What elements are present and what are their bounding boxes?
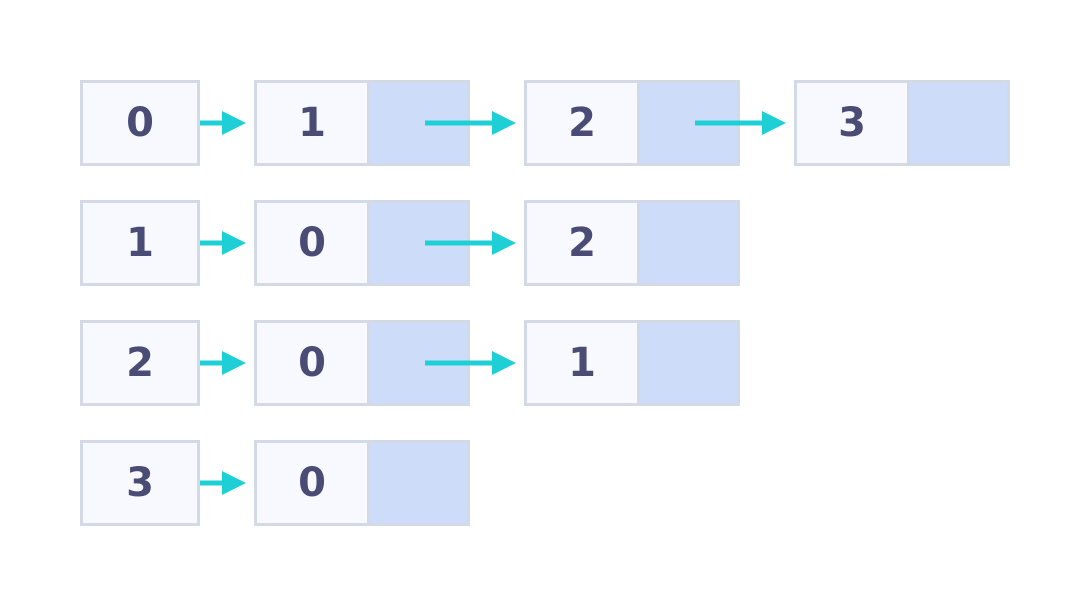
pointer-arrow — [200, 440, 246, 526]
list-node: 1 — [254, 80, 470, 166]
node-value: 0 — [257, 443, 370, 523]
list-node: 2 — [524, 80, 740, 166]
list-node: 2 — [524, 200, 740, 286]
node-value: 2 — [527, 203, 640, 283]
node-pointer-field — [370, 443, 467, 523]
node-value: 0 — [257, 203, 370, 283]
pointer-arrow — [425, 200, 516, 286]
node-value: 1 — [257, 83, 370, 163]
pointer-arrow — [425, 320, 516, 406]
node-pointer-field — [640, 203, 737, 283]
node-value: 2 — [527, 83, 640, 163]
list-node: 0 — [254, 320, 470, 406]
list-node: 3 — [794, 80, 1010, 166]
node-pointer-field — [640, 323, 737, 403]
list-node: 0 — [254, 440, 470, 526]
node-pointer-field — [910, 83, 1007, 163]
node-value: 0 — [257, 323, 370, 403]
vertex-head: 3 — [80, 440, 200, 526]
pointer-arrow — [200, 80, 246, 166]
pointer-arrow — [695, 80, 786, 166]
node-value: 3 — [797, 83, 910, 163]
node-value: 1 — [527, 323, 640, 403]
vertex-head: 0 — [80, 80, 200, 166]
pointer-arrow — [200, 320, 246, 406]
pointer-arrow — [425, 80, 516, 166]
pointer-arrow — [200, 200, 246, 286]
vertex-head: 1 — [80, 200, 200, 286]
vertex-head: 2 — [80, 320, 200, 406]
list-node: 1 — [524, 320, 740, 406]
